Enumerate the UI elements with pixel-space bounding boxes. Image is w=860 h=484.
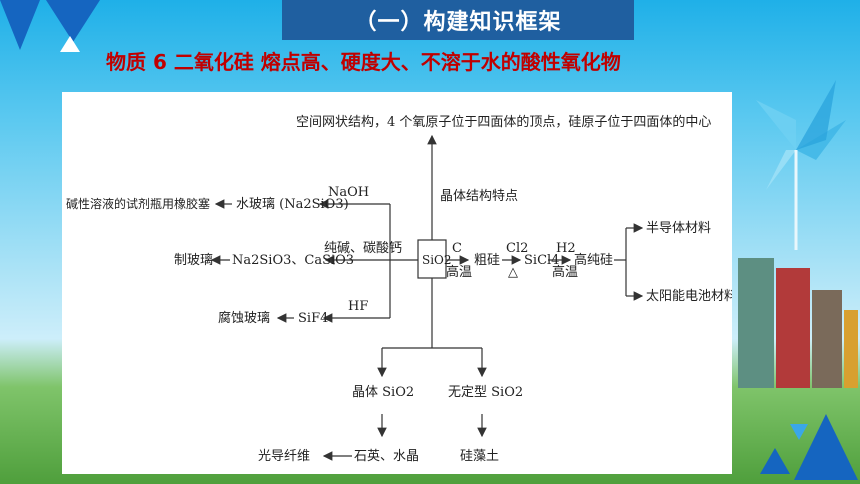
product-water-glass: 水玻璃 (Na2SiO3) [236, 197, 349, 212]
amorphous-sio2: 无定型 SiO2 [448, 385, 523, 400]
slide-subtitle: 物质 6 二氧化硅 熔点高、硬度大、不溶于水的酸性氧化物 [106, 50, 621, 74]
use-make-glass: 制玻璃 [174, 253, 213, 268]
quartz-crystal: 石英、水晶 [354, 449, 419, 464]
structure-feature-label: 晶体结构特点 [440, 189, 518, 204]
edge-soda-caco3: 纯碱、碳酸钙 [324, 241, 402, 256]
use-etch-glass: 腐蚀玻璃 [218, 311, 270, 326]
node-sicl4: SiCl4 [524, 253, 559, 268]
step1-top: C [452, 241, 462, 256]
logo-triangles-bottom-right [760, 414, 858, 480]
use-rubber-stopper: 碱性溶液的试剂瓶用橡胶塞 [66, 196, 210, 211]
node-crude-si: 粗硅 [474, 253, 500, 268]
center-sio2: SiO2 [422, 253, 452, 267]
step3-bottom: 高温 [552, 264, 578, 280]
step1-bottom: 高温 [446, 264, 472, 280]
edge-naoh: NaOH [328, 185, 369, 200]
step2-bottom: △ [508, 265, 518, 280]
step3-top: H2 [556, 241, 576, 256]
use-solar-cell: 太阳能电池材料 [646, 289, 732, 304]
node-pure-si: 高纯硅 [574, 252, 613, 268]
top-structure-label: 空间网状结构，4 个氧原子位于四面体的顶点，硅原子位于四面体的中心 [296, 114, 711, 130]
edge-hf: HF [348, 299, 368, 314]
crystal-sio2: 晶体 SiO2 [352, 385, 414, 400]
section-title: （一）构建知识框架 [282, 0, 634, 40]
logo-triangles-top-left [0, 0, 100, 52]
use-semiconductor: 半导体材料 [646, 221, 711, 236]
product-silicates: Na2SiO3、CaSiO3 [232, 253, 354, 268]
product-sif4: SiF4 [298, 311, 328, 326]
diatomite: 硅藻土 [460, 449, 499, 464]
pinwheel-decoration [756, 80, 846, 250]
step2-top: Cl2 [506, 241, 528, 256]
optical-fiber: 光导纤维 [258, 449, 310, 464]
books-decoration [738, 258, 858, 388]
sio2-knowledge-diagram: 空间网状结构，4 个氧原子位于四面体的顶点，硅原子位于四面体的中心 晶体结构特点… [62, 92, 737, 474]
